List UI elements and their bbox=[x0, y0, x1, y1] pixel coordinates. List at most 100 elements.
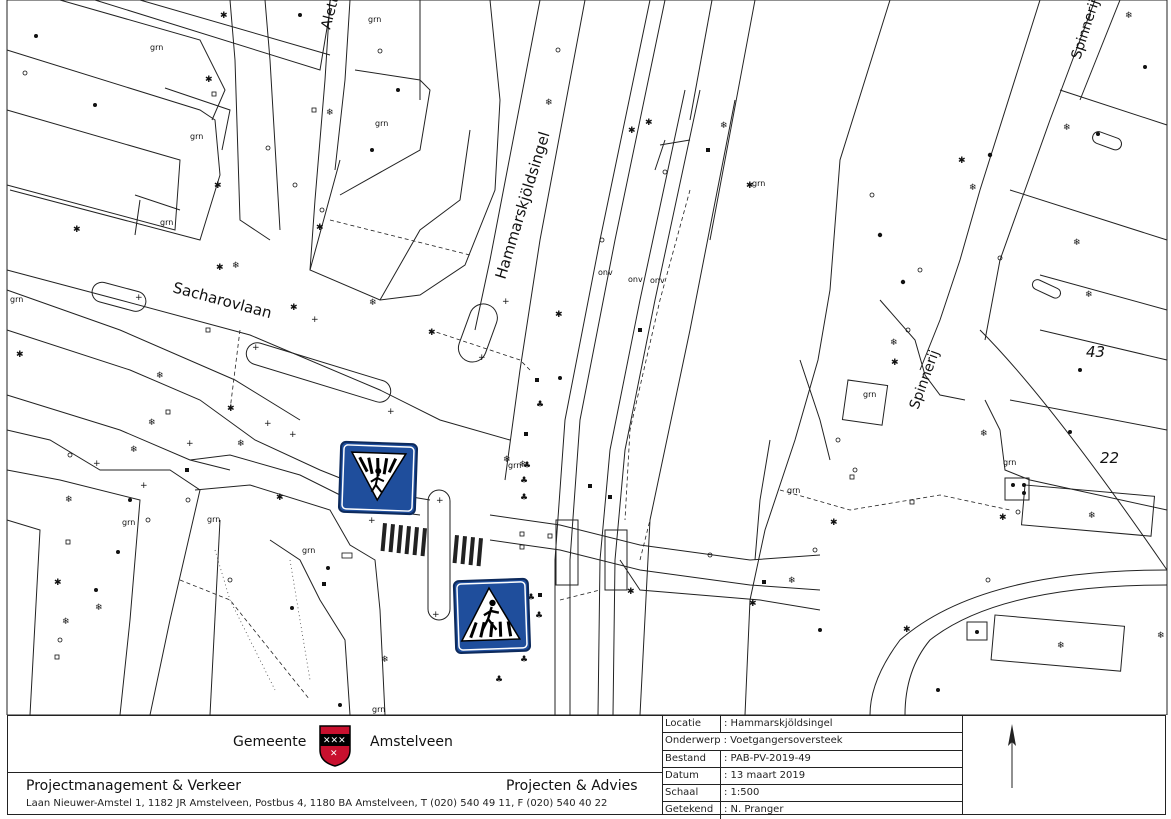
svg-text:✱: ✱ bbox=[891, 358, 899, 368]
area-tag: onv bbox=[650, 276, 665, 285]
svg-text:+: + bbox=[289, 430, 297, 440]
svg-text:✱: ✱ bbox=[290, 303, 298, 313]
svg-text:❄: ❄ bbox=[1125, 11, 1133, 21]
svg-text:♣: ♣ bbox=[520, 655, 528, 665]
area-tag: grn bbox=[508, 461, 521, 470]
svg-text:♣: ♣ bbox=[527, 593, 535, 603]
svg-text:❄: ❄ bbox=[95, 603, 103, 613]
svg-text:❄: ❄ bbox=[1057, 641, 1065, 651]
info-row-file: Bestand : PAB-PV-2019-49 bbox=[662, 750, 962, 768]
area-tag: grn bbox=[10, 295, 23, 304]
info-row-subject: Onderwerp : Voetgangersoversteek bbox=[662, 733, 962, 751]
svg-text:✱: ✱ bbox=[746, 181, 754, 191]
svg-text:❄: ❄ bbox=[62, 617, 70, 627]
svg-text:✱: ✱ bbox=[220, 11, 228, 21]
svg-text:+: + bbox=[93, 459, 101, 469]
svg-text:✱: ✱ bbox=[749, 599, 757, 609]
svg-text:✱: ✱ bbox=[54, 578, 62, 588]
area-tag: onv bbox=[628, 275, 643, 284]
svg-text:♣: ♣ bbox=[520, 476, 528, 486]
svg-text:✱: ✱ bbox=[903, 625, 911, 635]
area-tag: grn bbox=[375, 119, 388, 128]
info-key: Onderwerp bbox=[665, 735, 721, 747]
area-tag: grn bbox=[207, 515, 220, 524]
svg-text:❄: ❄ bbox=[1085, 290, 1093, 300]
area-tag: grn bbox=[160, 218, 173, 227]
pedestrian-crossing-icon bbox=[460, 586, 522, 642]
info-key: Locatie bbox=[662, 716, 721, 733]
svg-text:❄: ❄ bbox=[156, 371, 164, 381]
svg-text:❄: ❄ bbox=[788, 576, 796, 586]
house-number-43: 43 bbox=[1086, 343, 1105, 361]
info-value: : 13 maart 2019 bbox=[724, 769, 806, 781]
area-tag: grn bbox=[190, 132, 203, 141]
info-value: : 1:500 bbox=[724, 787, 760, 799]
svg-text:❄: ❄ bbox=[519, 460, 527, 470]
municipality-name-left: Gemeente bbox=[233, 734, 307, 750]
area-tag: grn bbox=[863, 390, 876, 399]
svg-text:✱: ✱ bbox=[214, 181, 222, 191]
svg-text:+: + bbox=[387, 407, 395, 417]
svg-text:✱: ✱ bbox=[830, 518, 838, 528]
svg-text:✱: ✱ bbox=[628, 126, 636, 136]
svg-text:+: + bbox=[264, 419, 272, 429]
info-value: : Voetgangersoversteek bbox=[723, 735, 843, 747]
area-tag: grn bbox=[122, 518, 135, 527]
svg-text:✱: ✱ bbox=[645, 118, 653, 128]
info-row-scale: Schaal : 1:500 bbox=[662, 785, 962, 803]
svg-text:✱: ✱ bbox=[999, 513, 1007, 523]
svg-text:♣: ♣ bbox=[495, 675, 503, 685]
svg-text:+: + bbox=[478, 353, 486, 363]
svg-text:❄: ❄ bbox=[980, 429, 988, 439]
svg-text:✱: ✱ bbox=[216, 263, 224, 273]
svg-text:+: + bbox=[311, 315, 319, 325]
svg-text:✱: ✱ bbox=[227, 404, 235, 414]
info-value: : Hammarskjöldsingel bbox=[724, 718, 833, 729]
info-value: : PAB-PV-2019-49 bbox=[724, 752, 811, 764]
info-key: Datum bbox=[662, 767, 721, 785]
info-key: Bestand bbox=[662, 750, 721, 767]
area-tag: grn bbox=[372, 705, 385, 714]
svg-text:❄: ❄ bbox=[1157, 631, 1165, 641]
svg-text:+: + bbox=[436, 496, 444, 506]
drawing-info-table: Locatie : Hammarskjöldsingel Onderwerp :… bbox=[662, 716, 963, 819]
svg-text:❄: ❄ bbox=[130, 445, 138, 455]
svg-text:✱: ✱ bbox=[73, 225, 81, 235]
svg-text:❄: ❄ bbox=[545, 98, 553, 108]
svg-text:❄: ❄ bbox=[890, 338, 898, 348]
svg-text:❄: ❄ bbox=[969, 183, 977, 193]
svg-text:+: + bbox=[140, 481, 148, 491]
svg-text:✱: ✱ bbox=[316, 223, 324, 233]
svg-text:❄: ❄ bbox=[232, 261, 240, 271]
svg-text:+: + bbox=[186, 439, 194, 449]
svg-text:❄: ❄ bbox=[381, 655, 389, 665]
svg-text:❄: ❄ bbox=[1063, 123, 1071, 133]
svg-text:✱: ✱ bbox=[958, 156, 966, 166]
svg-text:❄: ❄ bbox=[1073, 238, 1081, 248]
give-way-sign bbox=[337, 440, 419, 516]
area-tag: grn bbox=[302, 546, 315, 555]
area-tag: onv bbox=[598, 268, 613, 277]
svg-text:❄: ❄ bbox=[720, 121, 728, 131]
area-tag: grn bbox=[752, 179, 765, 188]
north-arrow-icon bbox=[1008, 724, 1016, 788]
svg-text:♣: ♣ bbox=[536, 400, 544, 410]
area-tag: grn bbox=[1003, 458, 1016, 467]
contact-address: Laan Nieuwer-Amstel 1, 1182 JR Amstelvee… bbox=[26, 798, 608, 809]
title-block: Gemeente ✕✕✕ ✕ Amstelveen Projectmanagem… bbox=[7, 715, 1166, 819]
north-arrow-panel bbox=[962, 716, 1165, 814]
info-row-location: Locatie : Hammarskjöldsingel bbox=[662, 716, 962, 734]
svg-text:♣: ♣ bbox=[535, 611, 543, 621]
house-number-22: 22 bbox=[1100, 449, 1119, 467]
info-row-drawn-by: Getekend : N. Pranger bbox=[662, 802, 962, 819]
svg-text:✱: ✱ bbox=[555, 310, 563, 320]
svg-text:+: + bbox=[432, 610, 440, 620]
svg-text:❄: ❄ bbox=[65, 495, 73, 505]
svg-text:✕: ✕ bbox=[330, 749, 338, 759]
pedestrian-crossing-give-way-icon bbox=[350, 451, 408, 502]
info-value: : N. Pranger bbox=[724, 804, 784, 816]
svg-text:✱: ✱ bbox=[205, 75, 213, 85]
svg-text:✱: ✱ bbox=[428, 328, 436, 338]
info-key: Schaal bbox=[662, 785, 721, 802]
municipality-name-right: Amstelveen bbox=[370, 734, 453, 750]
